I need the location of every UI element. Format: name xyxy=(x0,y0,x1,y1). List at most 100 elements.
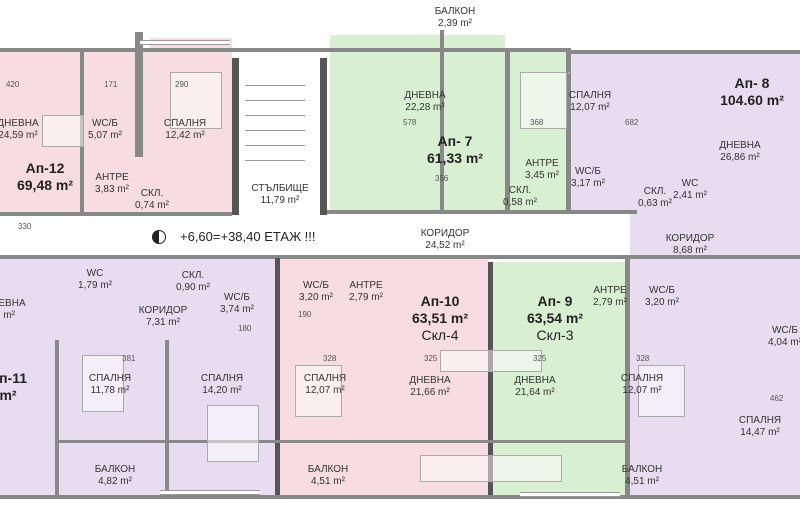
stair-step xyxy=(245,115,305,116)
apartment-7-zone xyxy=(330,35,505,212)
wall xyxy=(440,30,444,212)
dimension: 171 xyxy=(104,80,118,89)
dimension: 420 xyxy=(6,80,20,89)
apartment-area: 61,33 m² xyxy=(426,150,484,166)
apartment-name: Ап-10 xyxy=(420,293,460,309)
bed xyxy=(638,365,685,417)
bed xyxy=(520,72,567,129)
bed xyxy=(295,365,342,417)
dimension: 328 xyxy=(323,354,337,363)
wall xyxy=(0,495,800,499)
stair-step xyxy=(245,100,305,101)
room-label: СКЛ.0,90 m² xyxy=(176,270,210,293)
party-wall xyxy=(488,262,493,495)
dimension: 330 xyxy=(18,222,32,231)
dimension: 356 xyxy=(435,174,449,183)
floor-level-note: +6,60=+38,40 ЕТАЖ !!! xyxy=(180,229,316,244)
level-marker-icon xyxy=(152,230,166,244)
dimension: 328 xyxy=(636,354,650,363)
apartment-name: Ап-11 xyxy=(0,370,28,386)
dimension: 462 xyxy=(770,394,784,403)
room-label: СКЛ.0,58 m² xyxy=(503,185,537,208)
dining-table xyxy=(440,350,542,372)
wall xyxy=(0,255,800,259)
dimension: 325 xyxy=(424,354,438,363)
room-label: СКЛ.0,63 m² xyxy=(638,186,672,209)
wall xyxy=(55,340,59,495)
storage-label: Скл-3 xyxy=(536,327,574,343)
wall xyxy=(55,440,625,443)
party-wall xyxy=(275,258,280,495)
wall xyxy=(625,258,630,495)
bed xyxy=(568,72,570,74)
bed xyxy=(82,355,124,412)
room-label: СКЛ.0,74 m² xyxy=(135,188,169,211)
dimension: 180 xyxy=(238,324,252,333)
room-label: ДНЕВНА7 m² xyxy=(0,298,26,321)
storage-label: Скл-4 xyxy=(421,327,459,343)
apartment-8-lower-zone xyxy=(630,212,800,495)
dining-table xyxy=(42,115,84,147)
dimension: 190 xyxy=(298,310,312,319)
apartment-area: m² xyxy=(0,387,17,403)
apartment-area: 69,48 m² xyxy=(16,177,74,193)
bed xyxy=(207,405,259,462)
apartment-area: 63,51 m² xyxy=(411,310,469,326)
window xyxy=(160,490,260,495)
stair-step xyxy=(245,160,305,161)
wall xyxy=(570,50,800,54)
stair-step xyxy=(245,85,305,86)
stair-step xyxy=(245,145,305,146)
apartment-name: Ап-12 xyxy=(25,160,65,176)
dimension: 368 xyxy=(530,118,544,127)
stair-wall xyxy=(232,58,239,215)
wall xyxy=(566,48,571,212)
wall xyxy=(505,48,510,212)
apartment-name: Ап- 8 xyxy=(734,75,770,91)
wall xyxy=(135,32,143,157)
dimension: 325 xyxy=(533,354,547,363)
wall xyxy=(165,340,169,495)
dimension: 381 xyxy=(122,354,136,363)
window xyxy=(520,492,620,497)
apartment-area: 63,54 m² xyxy=(526,310,584,326)
apartment-8-zone xyxy=(570,52,800,212)
dimension: 682 xyxy=(625,118,639,127)
sofa xyxy=(420,455,562,482)
bed xyxy=(170,72,222,129)
wall xyxy=(0,212,232,216)
wall xyxy=(327,210,637,214)
